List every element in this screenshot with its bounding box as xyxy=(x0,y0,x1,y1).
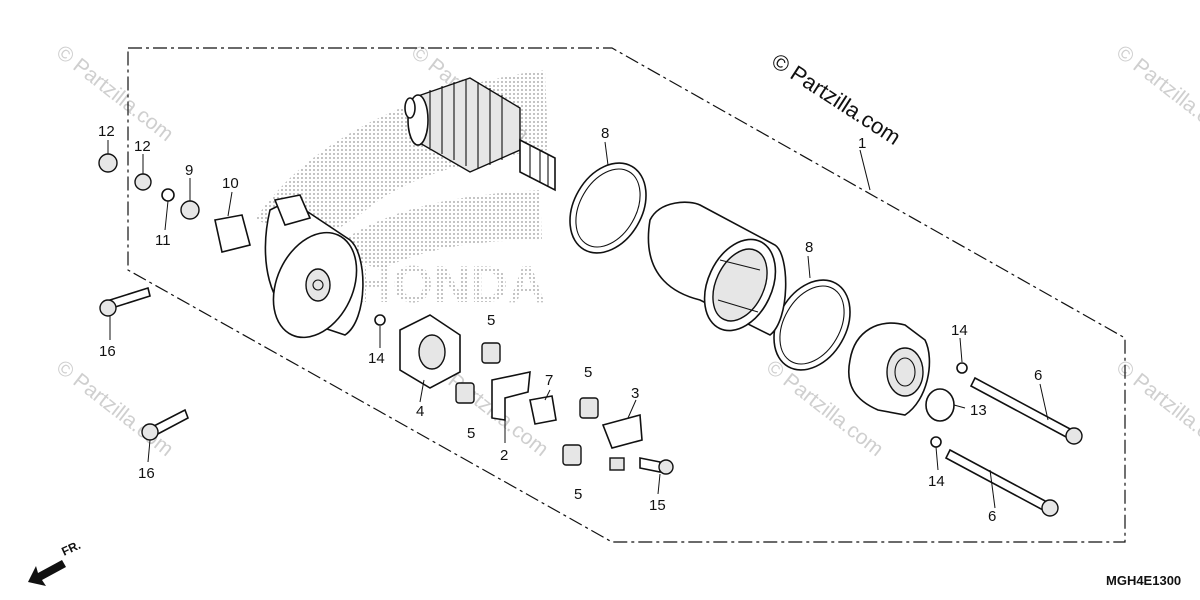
front-direction-indicator: FR. xyxy=(28,538,83,586)
watermark-text: © Partzilla.com xyxy=(52,41,178,146)
leader-lines xyxy=(107,140,1049,509)
callout-8b: 8 xyxy=(805,239,813,256)
callout-1: 1 xyxy=(858,135,866,152)
callout-14b: 14 xyxy=(951,322,968,339)
callout-5a: 5 xyxy=(487,312,495,329)
assembly-outline xyxy=(127,47,1126,543)
callout-6a: 6 xyxy=(1034,367,1042,384)
callout-9: 9 xyxy=(185,162,193,179)
brand-text: HONDA xyxy=(355,256,546,314)
front-cover xyxy=(264,194,364,339)
callout-11: 11 xyxy=(155,232,171,249)
callout-5c: 5 xyxy=(584,364,592,381)
callout-16b: 16 xyxy=(138,465,155,482)
callout-15: 15 xyxy=(649,497,666,514)
rear-cover xyxy=(848,322,931,416)
o-ring-lower xyxy=(773,279,851,371)
yoke-housing xyxy=(647,201,787,336)
terminal-hardware xyxy=(98,153,968,448)
copyright-text: © Partzilla.com xyxy=(767,48,905,150)
callout-13: 13 xyxy=(970,402,987,419)
callout-4: 4 xyxy=(416,403,424,420)
front-direction-label: FR. xyxy=(59,538,82,559)
callout-2: 2 xyxy=(500,447,508,464)
armature xyxy=(404,77,556,192)
callout-7: 7 xyxy=(545,372,553,389)
springs xyxy=(455,342,599,466)
brush-holder xyxy=(399,314,461,389)
callout-14a: 14 xyxy=(368,350,385,367)
callout-16a: 16 xyxy=(99,343,116,360)
callouts: 1 2 3 4 5 5 5 5 6 6 7 8 8 9 10 11 12 12 … xyxy=(98,123,1042,525)
callout-14c: 14 xyxy=(928,473,945,490)
brush-set xyxy=(491,370,643,471)
callout-12b: 12 xyxy=(134,138,151,155)
callout-12a: 12 xyxy=(98,123,115,140)
watermark-text: © Partzilla.com xyxy=(1112,41,1200,146)
diagram-code: MGH4E1300 xyxy=(1106,573,1181,588)
o-ring-upper xyxy=(569,162,647,254)
callout-6b: 6 xyxy=(988,508,996,525)
callout-10: 10 xyxy=(222,175,239,192)
callout-5b: 5 xyxy=(467,425,475,442)
callout-3: 3 xyxy=(631,385,639,402)
callout-5d: 5 xyxy=(574,486,582,503)
callout-8a: 8 xyxy=(601,125,609,142)
watermark-text: © Partzilla.com xyxy=(52,356,178,461)
